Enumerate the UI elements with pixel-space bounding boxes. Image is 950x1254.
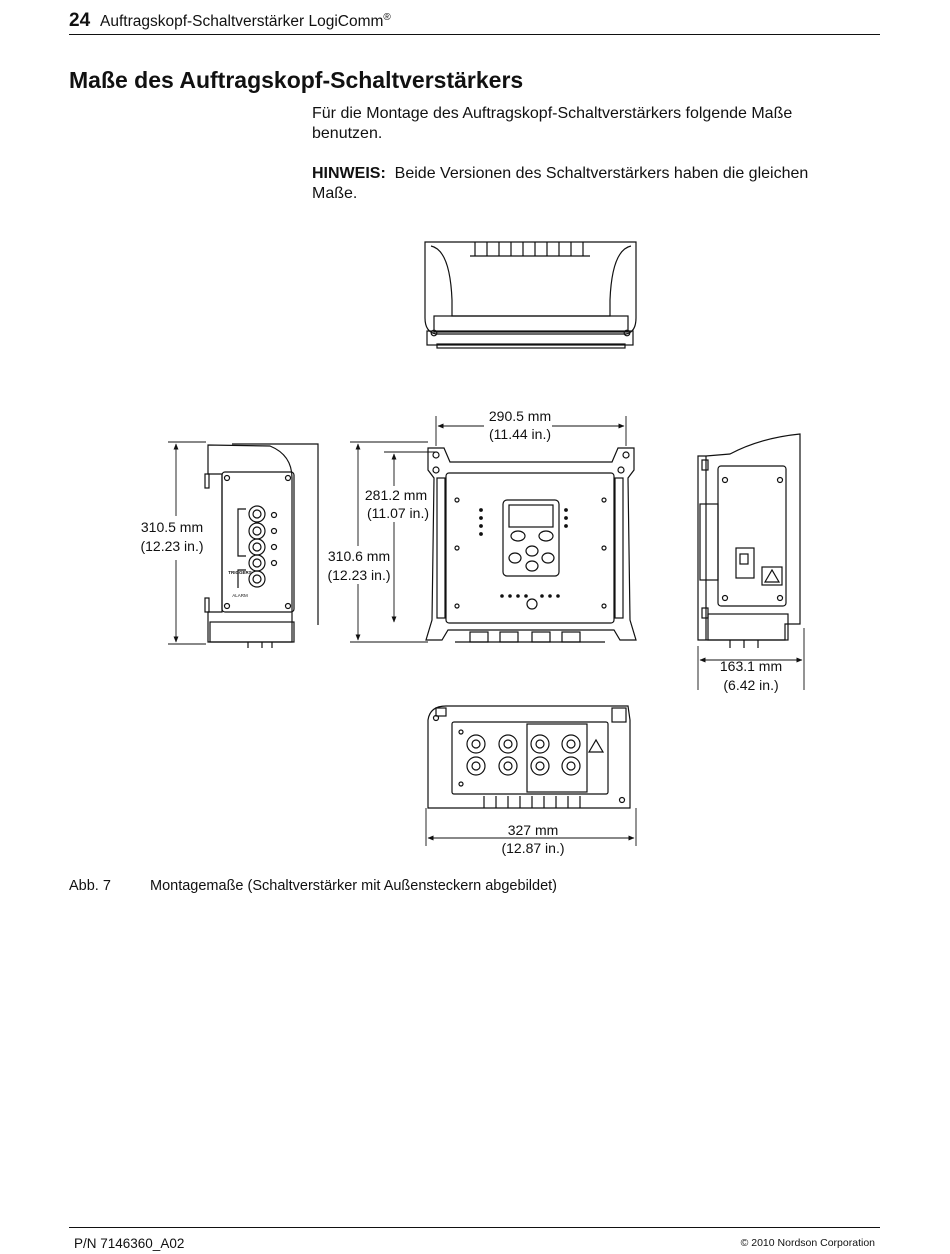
registered-mark: ® (383, 12, 391, 23)
figure-caption: Montagemaße (Schaltverstärker mit Außens… (150, 878, 557, 894)
top-cooling-fins (470, 242, 590, 257)
bottom-cooling-fins (483, 796, 581, 808)
right-side-view (697, 433, 801, 648)
dim-depth-mm: 163.1 mm (720, 658, 782, 674)
dim-bottom-width-in: (12.87 in.) (501, 840, 564, 856)
side-panel-alarm-label: ALARM (232, 593, 248, 598)
note-paragraph: HINWEIS: Beide Versionen des Schaltverst… (312, 164, 857, 204)
dim-front-height-mm: 310.6 mm (328, 548, 390, 564)
bottom-view (427, 705, 631, 809)
note-label: HINWEIS: (312, 165, 386, 182)
page-number: 24 (69, 10, 91, 31)
front-view (425, 447, 637, 643)
dim-front-height-in: (12.23 in.) (327, 567, 390, 583)
dim-front-inner-height-in: (11.07 in.) (367, 505, 429, 521)
left-side-view (204, 443, 319, 648)
side-panel-brand-label: TRIGGERS (228, 570, 252, 575)
dim-depth-in: (6.42 in.) (723, 677, 778, 693)
document-title-text: Auftragskopf-Schaltverstärker LogiComm (100, 13, 384, 31)
note-text: Beide Versionen des Schaltverstärkers ha… (312, 165, 809, 202)
copyright: © 2010 Nordson Corporation (740, 1237, 875, 1249)
part-number: P/N 7146360_A02 (74, 1236, 185, 1251)
document-title: Auftragskopf-Schaltverstärker LogiComm® (100, 12, 391, 31)
dim-front-width-mm: 290.5 mm (489, 408, 551, 424)
dim-front-width-in: (11.44 in.) (489, 426, 551, 442)
dim-front-inner-height-mm: 281.2 mm (365, 487, 427, 503)
dimension-lines (168, 416, 805, 846)
top-view (424, 241, 637, 349)
dim-side-height-in: (12.23 in.) (140, 538, 203, 554)
dim-bottom-width-mm: 327 mm (508, 822, 559, 838)
intro-paragraph: Für die Montage des Auftragskopf-Schaltv… (312, 105, 793, 142)
bottom-connectors (466, 734, 581, 776)
page-header: 24 Auftragskopf-Schaltverstärker LogiCom… (69, 8, 880, 35)
figure-number: Abb. 7 (69, 878, 111, 894)
footer-rule (69, 1227, 880, 1228)
section-heading: Maße des Auftragskopf-Schaltverstärkers (69, 67, 524, 93)
dim-side-height-mm: 310.5 mm (141, 519, 203, 535)
